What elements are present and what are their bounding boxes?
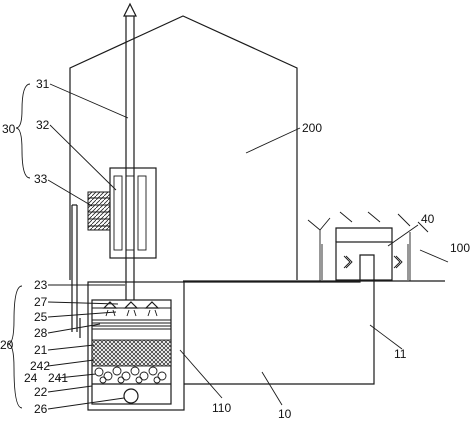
label-28: 28 [34, 326, 48, 340]
label-241: 241 [48, 371, 68, 385]
fan-unit [87, 191, 111, 231]
leader-lines [47, 83, 449, 410]
label-32: 32 [36, 118, 50, 132]
label-110: 110 [212, 401, 231, 415]
label-10: 10 [278, 407, 292, 421]
label-242: 242 [30, 359, 50, 373]
label-22: 22 [34, 385, 48, 399]
heat-exchanger [109, 167, 157, 259]
label-20: 20 [0, 338, 14, 352]
exhaust-pipe [123, 2, 137, 300]
label-30: 30 [2, 122, 16, 136]
label-25: 25 [34, 310, 48, 324]
air-duct [184, 254, 375, 385]
label-21: 21 [34, 343, 48, 357]
braces [7, 83, 31, 409]
planting-structure [307, 211, 429, 281]
side-pipe [71, 204, 78, 332]
label-26: 26 [34, 402, 48, 416]
label-27: 27 [34, 295, 48, 309]
label-40: 40 [421, 212, 435, 226]
label-23: 23 [34, 278, 48, 292]
gasifier-unit [79, 281, 185, 411]
label-11: 11 [394, 347, 407, 361]
label-24: 24 [24, 371, 38, 385]
label-100: 100 [450, 241, 470, 255]
greenhouse-outline [69, 15, 298, 280]
label-33: 33 [34, 172, 48, 186]
label-200: 200 [302, 121, 322, 135]
label-31: 31 [36, 77, 50, 91]
